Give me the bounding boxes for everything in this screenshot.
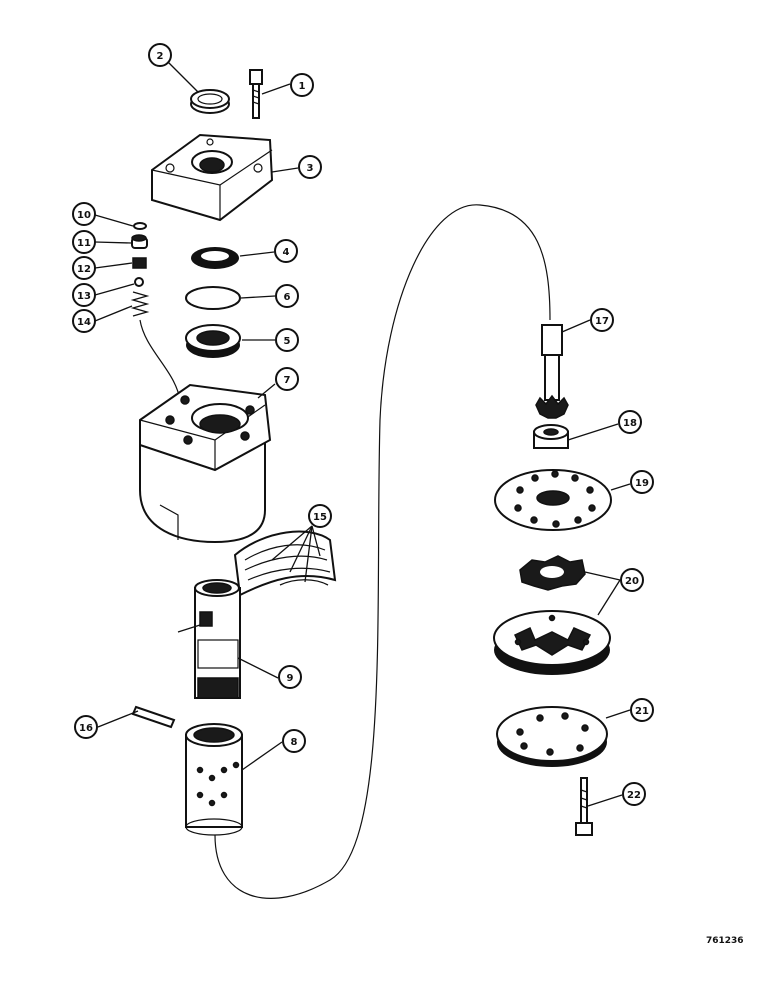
part-17-drive (535, 324, 569, 419)
callout-21: 21 (630, 698, 654, 722)
callout-20: 20 (620, 568, 644, 592)
part-1-cap-screw (249, 69, 263, 119)
part-20-gerotor-star (519, 555, 586, 591)
callout-15-label: 15 (313, 512, 327, 523)
callout-9: 9 (278, 665, 302, 689)
callout-8-label: 8 (291, 737, 298, 748)
part-7-housing (139, 383, 272, 544)
part-9-spool (177, 579, 241, 699)
callout-8: 8 (282, 729, 306, 753)
figure-id: 761236 (706, 936, 744, 946)
callout-19: 19 (630, 470, 654, 494)
callout-7: 7 (275, 367, 299, 391)
part-20-gerotor-ring (493, 610, 611, 675)
part-16-pin (131, 705, 176, 729)
part-12-seat (132, 257, 147, 269)
callout-5: 5 (275, 328, 299, 352)
callout-18-label: 18 (623, 418, 637, 429)
callout-16-label: 16 (79, 723, 93, 734)
routing-line-spring (139, 319, 181, 401)
callout-19-label: 19 (635, 478, 649, 489)
callout-13: 13 (72, 283, 96, 307)
part-5-bearing (185, 324, 241, 358)
part-22-cap-screw (575, 777, 593, 836)
callout-10-label: 10 (77, 210, 91, 221)
callout-1-label: 1 (299, 81, 306, 92)
callout-14: 14 (72, 309, 96, 333)
callout-3: 3 (298, 155, 322, 179)
callout-22-label: 22 (627, 790, 641, 801)
callout-18: 18 (618, 410, 642, 434)
routing-line (214, 204, 551, 899)
callout-17: 17 (590, 308, 614, 332)
callout-7-label: 7 (284, 375, 291, 386)
part-15-springs (233, 530, 337, 597)
part-2-ring (190, 89, 230, 114)
callout-5-label: 5 (284, 336, 291, 347)
part-6-o-ring (185, 286, 241, 310)
callout-11-label: 11 (77, 238, 91, 249)
callout-20-label: 20 (625, 576, 639, 587)
callout-21-label: 21 (635, 706, 649, 717)
part-14-spring (130, 291, 150, 317)
callout-3-label: 3 (307, 163, 314, 174)
part-21-end-plate (496, 706, 608, 767)
callout-17-label: 17 (595, 316, 609, 327)
callout-6-label: 6 (284, 292, 291, 303)
callout-4-label: 4 (283, 247, 290, 258)
part-8-sleeve (185, 723, 243, 836)
callout-22: 22 (622, 782, 646, 806)
callout-6: 6 (275, 284, 299, 308)
callout-12-label: 12 (77, 264, 91, 275)
leader-lines (94, 61, 631, 807)
part-19-plate (494, 469, 612, 531)
callout-10: 10 (72, 202, 96, 226)
callout-2-label: 2 (157, 51, 164, 62)
callout-13-label: 13 (77, 291, 91, 302)
part-10-o-ring (133, 222, 147, 230)
callout-9-label: 9 (287, 673, 294, 684)
part-13-ball (134, 277, 144, 287)
callout-4: 4 (274, 239, 298, 263)
part-18-spacer (533, 424, 569, 449)
part-3-end-cap (151, 133, 274, 222)
callout-16: 16 (74, 715, 98, 739)
part-11-plug (131, 234, 148, 249)
callout-1: 1 (290, 73, 314, 97)
callout-12: 12 (72, 256, 96, 280)
callout-15: 15 (308, 504, 332, 528)
callout-11: 11 (72, 230, 96, 254)
callout-14-label: 14 (77, 317, 91, 328)
part-4-seal (191, 247, 239, 269)
callout-2: 2 (148, 43, 172, 67)
